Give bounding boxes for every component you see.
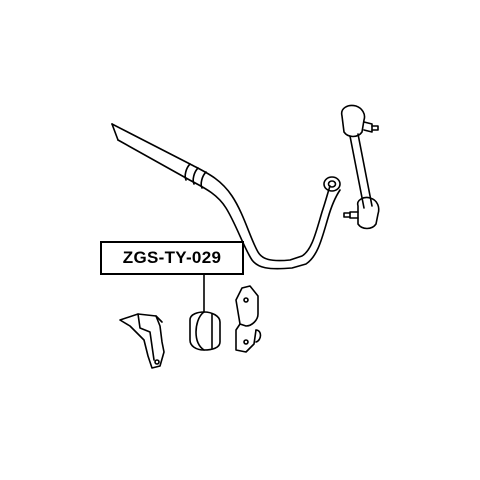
stabilizer-bar	[111, 123, 341, 270]
part-number-label: ZGS-TY-029	[100, 241, 244, 275]
bracket-right	[235, 285, 262, 353]
bracket-left	[119, 313, 165, 369]
bushing	[189, 311, 221, 351]
stabilizer-link	[340, 104, 380, 230]
